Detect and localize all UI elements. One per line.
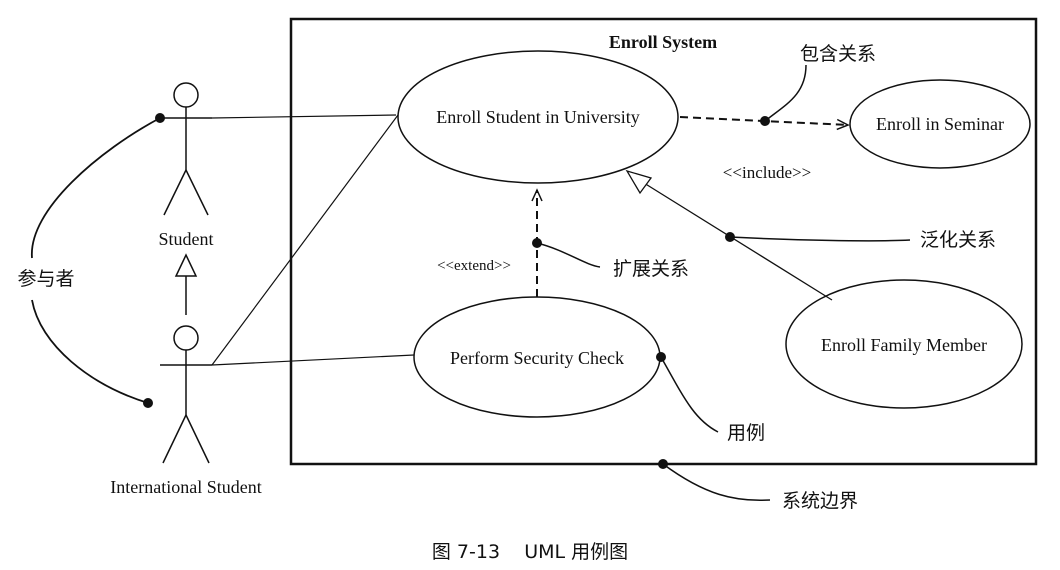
callout-generalization [725, 232, 911, 242]
use-case-family-member-label: Enroll Family Member [821, 335, 987, 355]
use-case-security-check-label: Perform Security Check [450, 348, 624, 368]
label-actor: 参与者 [17, 268, 74, 290]
use-case-family-member [785, 279, 1023, 409]
associations [211, 114, 415, 366]
actor-international-student [160, 325, 212, 464]
label-include-relation: 包含关系 [800, 43, 876, 65]
figure-caption: 图 7-13 UML 用例图 [432, 541, 628, 563]
system-title: Enroll System [609, 32, 717, 52]
callout-extend [532, 238, 601, 268]
label-system-boundary: 系统边界 [782, 490, 858, 512]
callout-actor [31, 117, 161, 404]
callout-actor-dot-top [155, 113, 165, 123]
actor-student [160, 82, 212, 216]
usecase-generalization [625, 169, 833, 301]
extend-stereotype: <<extend>> [437, 258, 511, 274]
use-case-enroll-seminar [849, 79, 1031, 169]
actor-generalization [174, 253, 198, 315]
callout-actor-dot-bottom [143, 398, 153, 408]
callout-system-boundary [658, 459, 771, 502]
callout-include [760, 64, 807, 126]
label-use-case: 用例 [727, 422, 765, 444]
use-case-enroll-seminar-label: Enroll in Seminar [876, 114, 1004, 134]
actor-international-student-label: International Student [110, 477, 261, 497]
label-generalization-relation: 泛化关系 [920, 229, 996, 251]
include-stereotype: <<include>> [723, 163, 811, 182]
use-case-enroll-university [397, 50, 679, 184]
use-case-enroll-university-label: Enroll Student in University [436, 107, 639, 127]
label-extend-relation: 扩展关系 [613, 258, 689, 280]
callout-use-case [656, 352, 719, 433]
actor-student-label: Student [158, 229, 213, 249]
